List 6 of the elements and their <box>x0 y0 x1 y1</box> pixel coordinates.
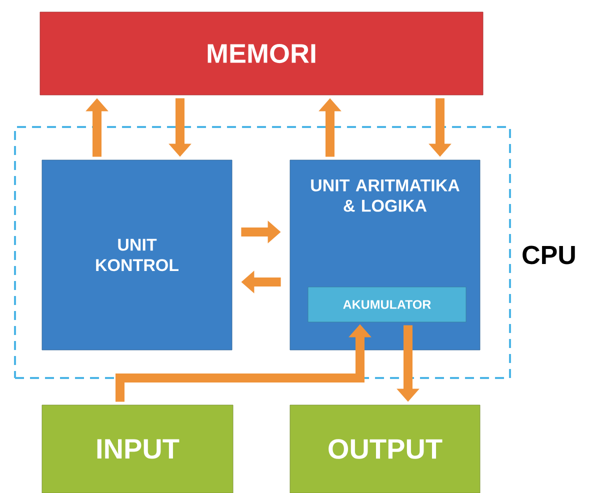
node-label: CPU <box>522 246 575 264</box>
memory-box: MEMORI <box>40 12 484 96</box>
accumulator-box: AKUMULATOR <box>308 286 466 322</box>
io-box: OUTPUT <box>290 404 480 493</box>
io-box: INPUT <box>42 404 234 493</box>
unit-box: UNIT KONTROL <box>42 160 232 350</box>
